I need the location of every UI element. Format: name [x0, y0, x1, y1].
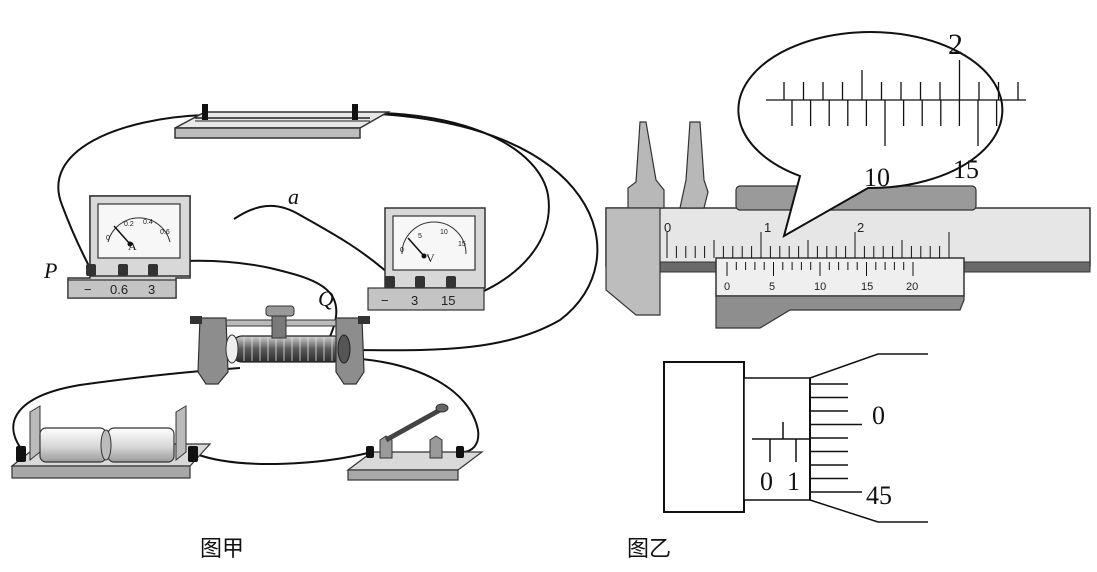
- voltmeter-terminal-neg: −: [381, 293, 389, 308]
- thimble-label-0: 0: [872, 401, 885, 430]
- vernier-label-5: 5: [769, 281, 775, 293]
- caption-right: 图乙: [627, 537, 671, 562]
- voltmeter-scale-0: 0: [400, 247, 404, 254]
- ammeter-scale-3: 0.6: [160, 229, 170, 236]
- caption-left: 图甲: [200, 537, 244, 562]
- vernier-scale-ticks: [726, 262, 914, 276]
- zoom-bubble: [737, 31, 1004, 239]
- voltmeter-terminal-15: 15: [441, 293, 455, 308]
- ammeter-terminal-0-6: 0.6: [110, 282, 128, 297]
- circuit-diagram: 0 0.2 0.4 0.6 A − 0.6 3 0 5 10 15 V: [10, 104, 599, 481]
- voltmeter-terminal-3: 3: [411, 293, 418, 308]
- main-scale-ticks: [666, 232, 950, 258]
- zoom-main-ticks: [783, 60, 1019, 100]
- main-scale-label-1: 1: [764, 220, 771, 235]
- ammeter-symbol: A: [128, 239, 137, 253]
- vernier-label-0: 0: [724, 281, 730, 293]
- vernier-caliper: 0 1 2 0 5 10 15 20 2 10 15: [605, 28, 1091, 329]
- ammeter: 0 0.2 0.4 0.6 A − 0.6 3: [67, 195, 191, 299]
- sleeve-label-0: 0: [760, 467, 773, 496]
- ammeter-terminal-neg: −: [84, 282, 92, 297]
- vernier-label-15: 15: [861, 281, 873, 293]
- zoom-vernier-label-15: 15: [953, 155, 979, 184]
- voltmeter-scale-3: 15: [458, 241, 466, 248]
- zoom-vernier-ticks: [791, 100, 998, 146]
- ammeter-scale-1: 0.2: [124, 221, 134, 228]
- voltmeter-symbol: V: [426, 251, 435, 265]
- vernier-label-10: 10: [814, 281, 826, 293]
- switch: [346, 403, 484, 481]
- main-scale-label-0: 0: [664, 220, 671, 235]
- rheostat: [190, 305, 370, 385]
- battery-pack: [10, 405, 212, 479]
- label-a: a: [288, 184, 299, 209]
- ammeter-scale-0: 0: [106, 235, 110, 242]
- voltmeter-scale-2: 10: [440, 229, 448, 236]
- zoom-vernier-label-10: 10: [864, 163, 890, 192]
- vernier-label-20: 20: [906, 281, 918, 293]
- label-q: Q: [318, 286, 334, 311]
- main-scale-label-2: 2: [857, 220, 864, 235]
- micrometer: 0 1 0 45: [663, 353, 928, 523]
- ammeter-terminal-3: 3: [148, 282, 155, 297]
- voltmeter: 0 5 10 15 V − 3 15: [367, 207, 486, 311]
- thimble-ticks: [810, 383, 862, 493]
- label-p: P: [43, 258, 57, 283]
- zoom-main-label-2: 2: [948, 28, 963, 61]
- ammeter-scale-2: 0.4: [143, 219, 153, 226]
- voltmeter-scale-1: 5: [418, 233, 422, 240]
- thimble-label-45: 45: [866, 481, 892, 510]
- wire-a: [233, 204, 390, 275]
- sleeve-label-1: 1: [787, 467, 800, 496]
- wire-board: [174, 104, 391, 139]
